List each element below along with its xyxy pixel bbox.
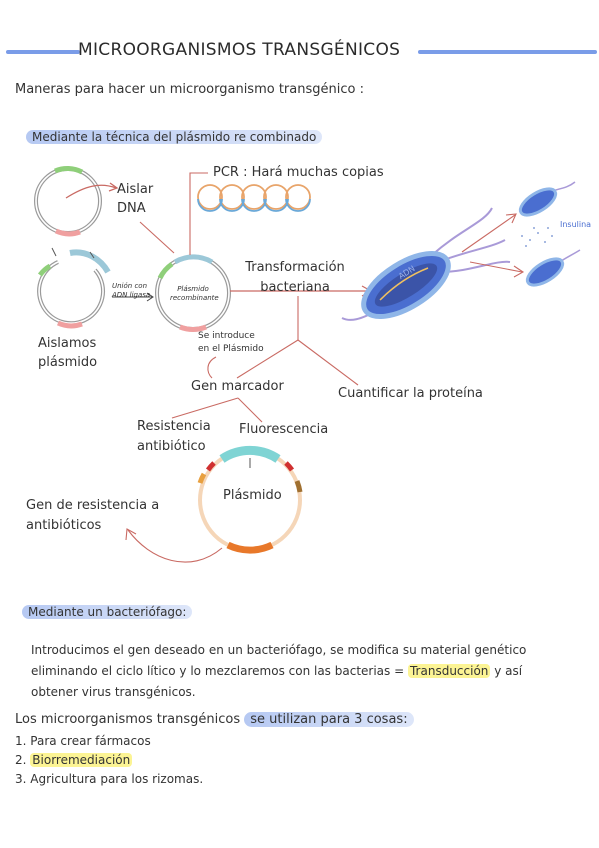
intro-text: Maneras para hacer un microorganismo tra…: [15, 82, 364, 97]
bacterium-icon: [341, 207, 511, 321]
section2-heading-text: Mediante un bacteriófago:: [22, 605, 193, 619]
aislar-line1: Aislar: [117, 182, 154, 197]
list-item-text: Biorremediación: [30, 753, 133, 767]
aislamos-line2: plásmido: [38, 355, 98, 370]
label-se-introduce: Se introduce en el Plásmido: [198, 330, 264, 356]
section2-line3: obtener virus transgénicos.: [31, 685, 196, 699]
introduce-line1: Se introduce: [198, 331, 255, 341]
label-aislamos-plasmido: Aislamos plásmido: [38, 334, 97, 372]
recomb-line1: Plásmido: [177, 285, 209, 293]
section2-line2a: eliminando el ciclo lítico y lo mezclare…: [31, 664, 405, 678]
label-plasmido-recombinante: Plásmido recombinante: [170, 285, 219, 303]
plasmid-open-icon: [37, 249, 111, 329]
page-title: MICROORGANISMOS TRANSGÉNICOS: [78, 40, 401, 60]
plasmid-dna-icon: [34, 166, 102, 237]
list-item: 2. Biorremediación: [15, 751, 203, 770]
union-line1: Unión con: [112, 282, 148, 290]
label-cuantificar: Cuantificar la proteína: [338, 386, 483, 401]
uses-lead-text: Los microorganismos transgénicos: [15, 712, 241, 727]
label-union-ligasa: Unión con ADN ligasa: [112, 282, 150, 300]
label-fluorescencia: Fluorescencia: [239, 422, 329, 437]
list-item: 1. Para crear fármacos: [15, 732, 203, 751]
uses-list: 1. Para crear fármacos 2. Biorremediació…: [15, 732, 203, 789]
section2-paragraph: Introducimos el gen deseado en un bacter…: [31, 640, 591, 703]
resistencia-line2: antibiótico: [137, 439, 206, 454]
list-item-number: 3.: [15, 772, 27, 786]
label-gen-resistencia: Gen de resistencia a antibióticos: [26, 496, 159, 536]
recombinant-plasmid-icon: [155, 254, 231, 332]
label-aislar-dna: Aislar DNA: [117, 180, 153, 218]
section1-heading-text: Mediante la técnica del plásmido re comb…: [26, 130, 323, 144]
uses-lead-highlight: se utilizan para 3 cosas:: [244, 712, 414, 727]
list-item-text: Agricultura para los rizomas.: [30, 772, 204, 786]
section2-line1: Introducimos el gen deseado en un bacter…: [31, 643, 527, 657]
section1-heading: Mediante la técnica del plásmido re comb…: [26, 130, 323, 144]
label-insulina: Insulina: [560, 220, 592, 229]
aislar-line2: DNA: [117, 201, 146, 216]
recomb-line2: recombinante: [170, 294, 219, 302]
section2-line2: eliminando el ciclo lítico y lo mezclare…: [31, 661, 591, 682]
list-item: 3. Agricultura para los rizomas.: [15, 770, 203, 789]
section2-line2b: y así: [494, 664, 523, 678]
list-item-number: 1.: [15, 734, 27, 748]
label-gen-marcador: Gen marcador: [191, 379, 284, 394]
resistencia-line1: Resistencia: [137, 419, 211, 434]
plasmid-big-icon: [197, 445, 303, 554]
list-item-text: Para crear fármacos: [30, 734, 151, 748]
introduce-line2: en el Plásmido: [198, 344, 264, 354]
union-line2: ADN ligasa: [112, 291, 151, 299]
aislamos-line1: Aislamos: [38, 336, 97, 351]
gen-res-line2: antibióticos: [26, 518, 102, 533]
transduccion-highlight: Transducción: [407, 664, 491, 678]
gen-res-line1: Gen de resistencia a: [26, 498, 160, 513]
section2-heading: Mediante un bacteriófago:: [22, 605, 193, 619]
label-resistencia: Resistencia antibiótico: [137, 417, 211, 457]
transf-line2: bacteriana: [260, 280, 330, 295]
bacterium-small-icon: [518, 181, 576, 217]
bacterium-small-icon: [525, 249, 581, 287]
uses-lead: Los microorganismos transgénicos se util…: [15, 712, 414, 727]
transf-line1: Transformación: [245, 260, 345, 275]
label-pcr: PCR : Hará muchas copias: [213, 165, 384, 180]
list-item-number: 2.: [15, 753, 27, 767]
label-transformacion: Transformación bacteriana: [240, 258, 350, 298]
label-plasmido: Plásmido: [223, 488, 282, 503]
dna-copies-icon: [197, 184, 311, 210]
